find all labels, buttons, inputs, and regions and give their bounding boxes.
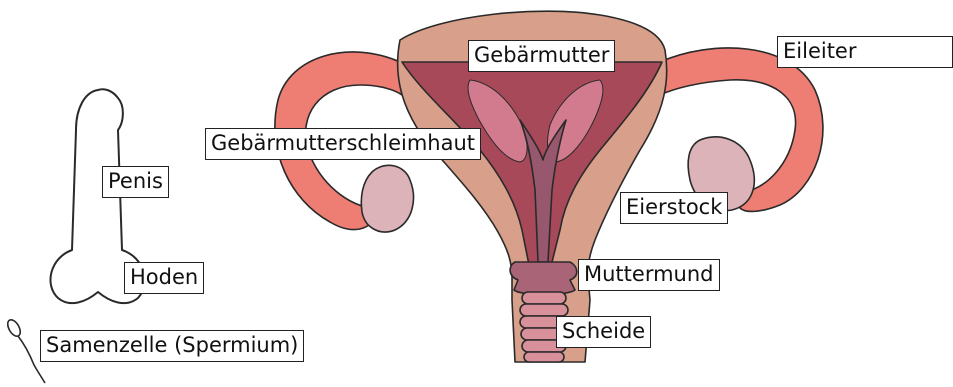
label-muttermund: Muttermund — [578, 259, 720, 291]
label-scheide: Scheide — [556, 316, 651, 348]
label-gebaermutterschleimhaut: Gebärmutterschleimhaut — [205, 128, 481, 160]
cervix — [510, 262, 577, 295]
label-hoden: Hoden — [124, 262, 204, 294]
ovary-left — [361, 165, 413, 232]
label-eileiter: Eileiter — [777, 36, 953, 68]
label-samenzelle: Samenzelle (Spermium) — [40, 330, 304, 362]
label-eierstock: Eierstock — [620, 192, 728, 224]
label-penis: Penis — [102, 166, 169, 198]
label-gebaermutter: Gebärmutter — [468, 40, 615, 72]
